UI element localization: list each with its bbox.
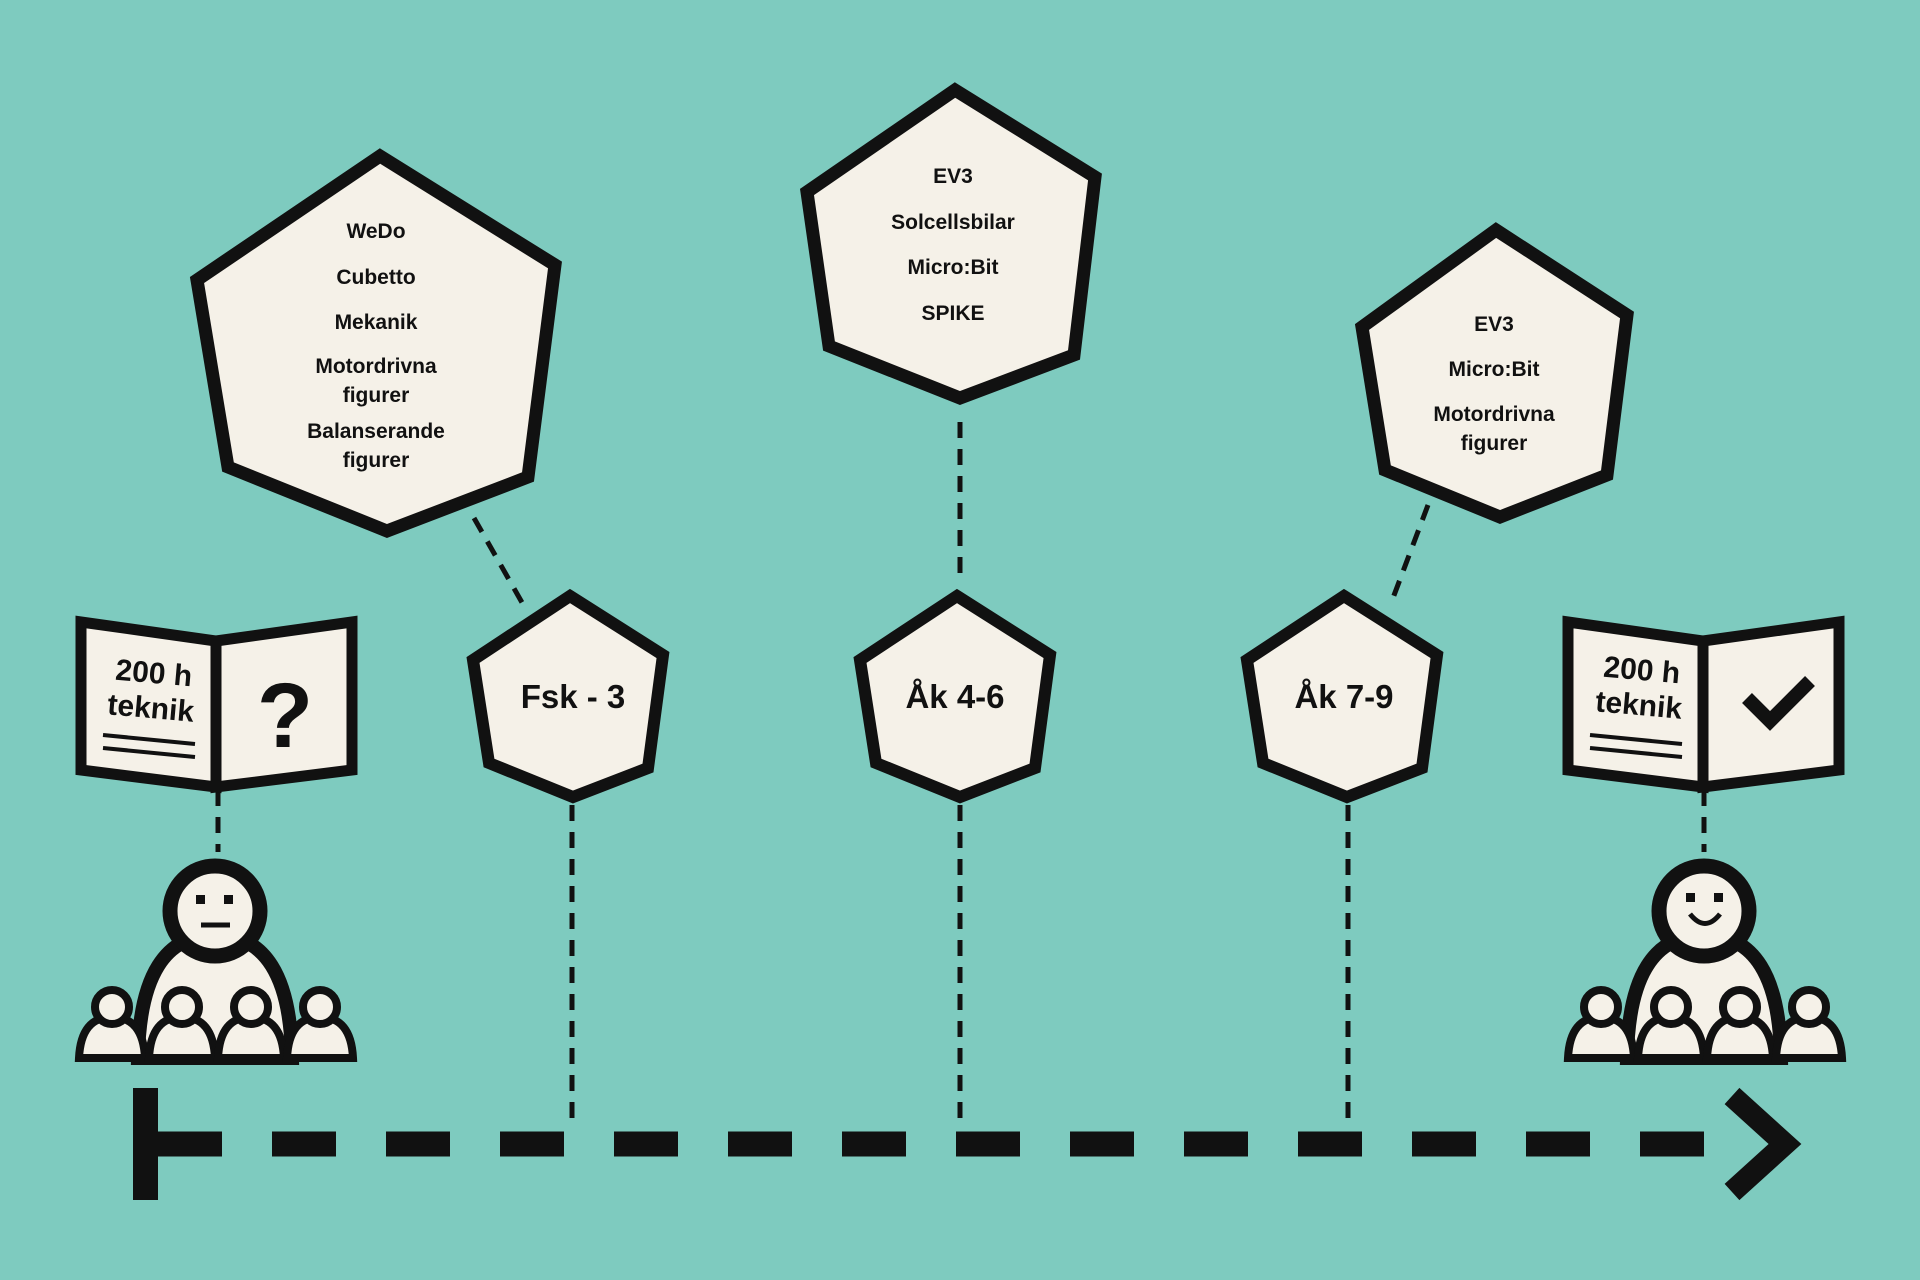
student-head bbox=[230, 986, 272, 1028]
book-right-page bbox=[210, 615, 358, 794]
stage-label: Åk 7-9 bbox=[1294, 678, 1393, 715]
tool-label: Mekanik bbox=[335, 311, 418, 334]
stage-marker-ak-4-6: Åk 4-6 bbox=[853, 588, 1057, 804]
book-hours-text: 200 h bbox=[1602, 651, 1681, 691]
teacher-group-end bbox=[1563, 858, 1847, 1065]
tool-label: EV3 bbox=[933, 165, 973, 188]
stage-label: Åk 4-6 bbox=[905, 678, 1004, 715]
book-text-line bbox=[1589, 733, 1683, 746]
tool-label: SPIKE bbox=[921, 302, 984, 325]
pentagon-frame bbox=[1354, 222, 1634, 525]
neutral-face-icon bbox=[162, 858, 268, 964]
stage-marker-ak-7-9: Åk 7-9 bbox=[1240, 588, 1444, 804]
tool-label: EV3 bbox=[1474, 313, 1514, 336]
face-eye bbox=[196, 895, 205, 904]
student-head bbox=[1788, 986, 1830, 1028]
tool-label: Micro:Bit bbox=[1449, 358, 1540, 381]
student-head bbox=[91, 986, 133, 1028]
teacher-group-start bbox=[74, 858, 358, 1065]
pentagon-frame bbox=[189, 148, 562, 538]
connectors bbox=[215, 422, 1707, 1122]
student-group bbox=[1563, 986, 1847, 1062]
book-text-line bbox=[102, 746, 196, 759]
book-end: 200 h teknik bbox=[1562, 615, 1845, 794]
tool-group-ak-4-6: EV3 Solcellsbilar Micro:Bit SPIKE bbox=[799, 82, 1102, 405]
student-head bbox=[161, 986, 203, 1028]
timeline-start-bar bbox=[133, 1088, 158, 1200]
hexagon-frame bbox=[1240, 588, 1444, 804]
arrow-right-icon bbox=[1724, 1087, 1802, 1201]
checkmark-icon bbox=[1742, 676, 1815, 731]
hexagon-frame bbox=[466, 588, 670, 804]
face-eye bbox=[224, 895, 233, 904]
face-eye bbox=[1686, 893, 1695, 902]
stage-label: Fsk - 3 bbox=[521, 678, 626, 715]
student-head bbox=[1719, 986, 1761, 1028]
face-mouth bbox=[1688, 912, 1722, 926]
book-right-page bbox=[1697, 615, 1845, 794]
tool-label: Solcellsbilar bbox=[891, 211, 1015, 234]
student-group bbox=[74, 986, 358, 1062]
face-eye bbox=[1714, 893, 1723, 902]
smiling-face-icon bbox=[1651, 858, 1757, 964]
hexagon-frame bbox=[853, 588, 1057, 804]
student-head bbox=[1650, 986, 1692, 1028]
book-text-line bbox=[102, 733, 196, 746]
tool-label: Cubetto bbox=[336, 266, 415, 289]
book-hours-text: 200 h bbox=[114, 654, 193, 694]
stage-marker-fsk-3: Fsk - 3 bbox=[466, 588, 670, 804]
connector-line bbox=[471, 516, 527, 608]
book-start: 200 h teknik ? bbox=[75, 615, 358, 794]
pentagon-frame bbox=[799, 82, 1102, 405]
tool-label: Micro:Bit bbox=[908, 256, 999, 279]
book-subject-text: teknik bbox=[106, 688, 196, 728]
student-head bbox=[1580, 986, 1622, 1028]
question-mark-icon: ? bbox=[257, 665, 313, 767]
book-subject-text: teknik bbox=[1594, 685, 1684, 725]
connector-line bbox=[1387, 504, 1431, 607]
tool-label: WeDo bbox=[346, 220, 405, 243]
book-text-line bbox=[1589, 746, 1683, 759]
timeline bbox=[133, 1087, 1802, 1201]
student-head bbox=[299, 986, 341, 1028]
